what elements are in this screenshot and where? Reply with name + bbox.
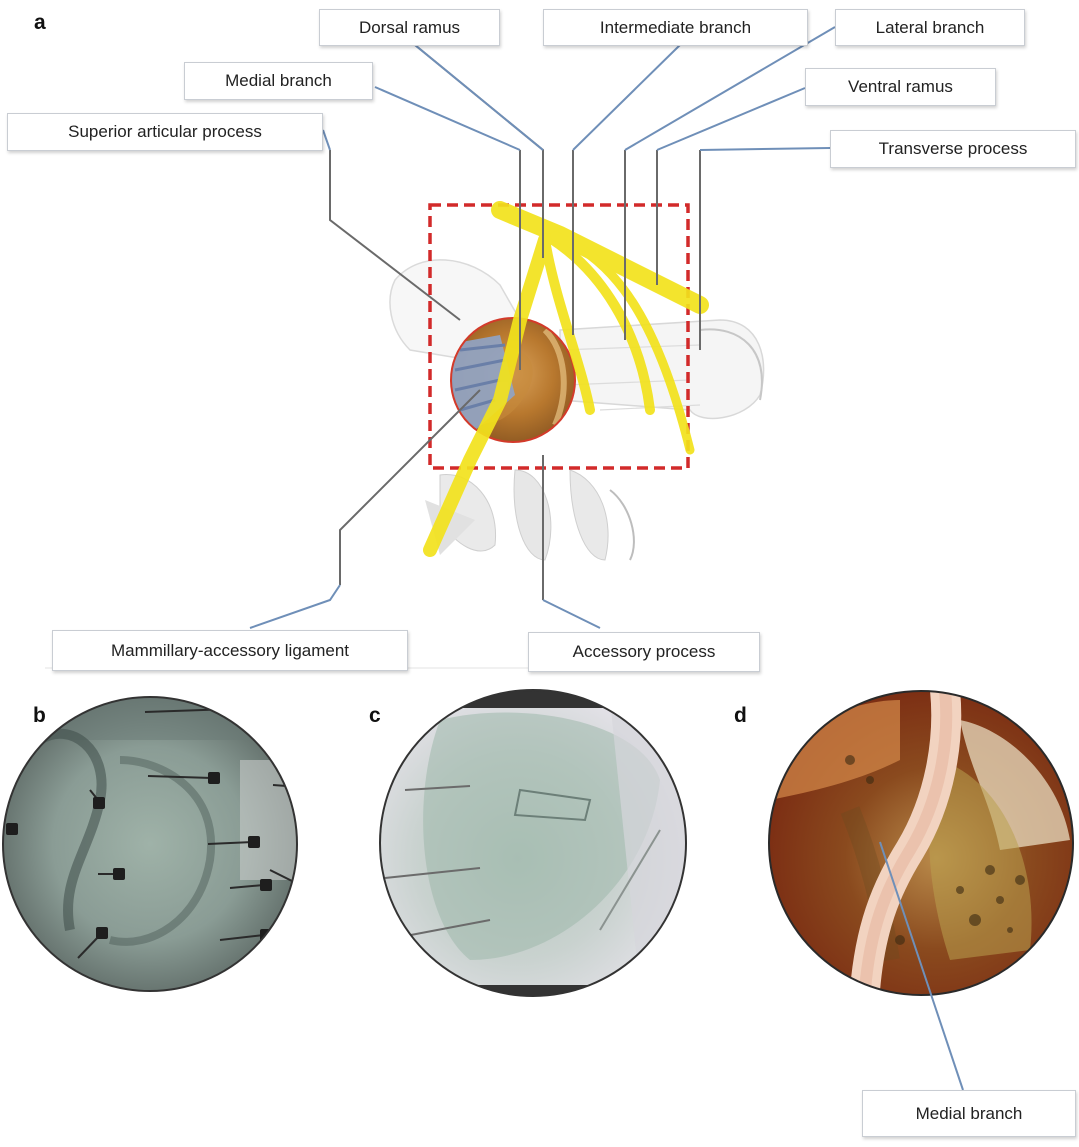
fluoroscopy-image-c xyxy=(380,688,690,997)
label-intermediate-branch: Intermediate branch xyxy=(543,9,808,46)
label-superior-articular-process: Superior articular process xyxy=(7,113,323,151)
panel-letter-d: d xyxy=(734,704,747,728)
label-lateral-branch: Lateral branch xyxy=(835,9,1025,46)
panel-letter-c: c xyxy=(369,704,381,728)
label-accessory-process: Accessory process xyxy=(528,632,760,672)
fluoroscopy-image-b xyxy=(0,690,300,991)
label-medial-branch: Medial branch xyxy=(184,62,373,100)
label-medial-branch-d: Medial branch xyxy=(862,1090,1076,1137)
label-transverse-process: Transverse process xyxy=(830,130,1076,168)
panel-letter-a: a xyxy=(34,11,46,35)
dissection-photo-d xyxy=(769,690,1073,1090)
label-ventral-ramus: Ventral ramus xyxy=(805,68,996,106)
label-dorsal-ramus: Dorsal ramus xyxy=(319,9,500,46)
label-mammillary-accessory-ligament: Mammillary-accessory ligament xyxy=(52,630,408,671)
panel-letter-b: b xyxy=(33,704,46,728)
